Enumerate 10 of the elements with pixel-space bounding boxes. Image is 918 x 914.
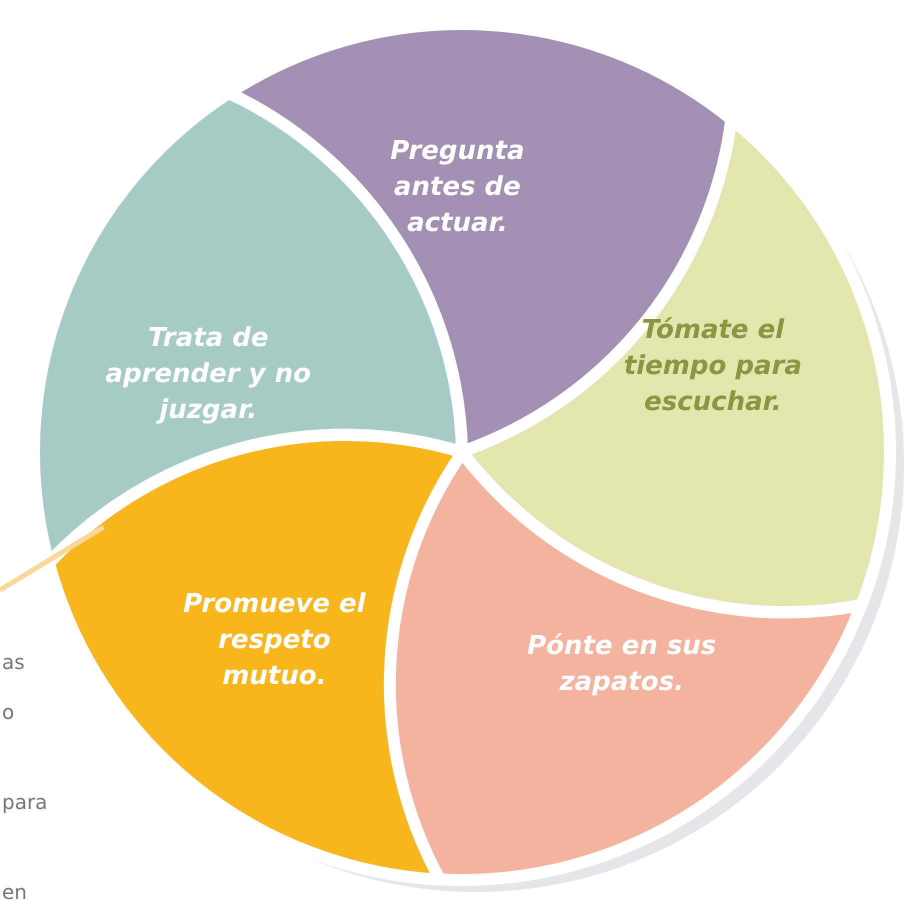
leader-line: [0, 524, 105, 592]
text-fragment: as: [2, 650, 25, 674]
text-fragment: en: [2, 880, 27, 904]
petal-text: Tómate el tiempo para escuchar.: [622, 314, 803, 419]
text-fragment: para: [2, 790, 48, 814]
petal-text: Promueve el respeto mutuo.: [182, 588, 367, 693]
petal-text: Pregunta antes de actuar.: [389, 134, 526, 240]
text-fragment: o: [2, 700, 14, 724]
petal-text: Pónte en sus zapatos.: [526, 630, 718, 699]
petal-text: Trata de aprender y no juzgar.: [104, 322, 312, 428]
